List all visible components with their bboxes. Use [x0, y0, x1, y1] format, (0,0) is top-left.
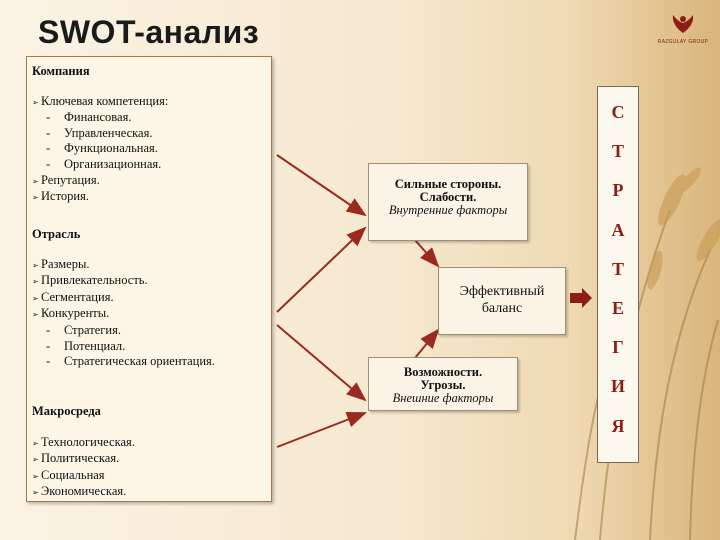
list-item-text: Финансовая. [64, 110, 132, 125]
list-item-text: История. [41, 189, 89, 204]
strategy-letter: Т [611, 258, 624, 279]
arrow-opportunities-to-balance [414, 328, 440, 359]
list-item-text: Репутация. [41, 172, 100, 187]
list-item: ➢Ключевая компетенция: [32, 94, 168, 111]
list-item-text: Конкуренты. [41, 306, 110, 321]
strategy-letter: И [610, 376, 625, 397]
sub-list-item: -Финансовая. [32, 110, 168, 126]
dash-bullet: - [46, 338, 51, 353]
industry-heading: Отрасль [32, 227, 81, 241]
arrow-strengths-to-balance [414, 239, 440, 268]
effective-balance-box: Эффективный баланс [438, 267, 566, 335]
strategy-letter: Г [612, 337, 624, 358]
sub-list-item: -Управленческая. [32, 126, 168, 142]
list-item: ➢Конкуренты. [32, 306, 215, 323]
company-block: Компания ➢Ключевая компетенция:-Финансов… [32, 64, 168, 206]
list-item-text: Социальная [41, 467, 105, 482]
external-factors-label: Внешние факторы [392, 391, 494, 405]
list-item-text: Политическая. [41, 451, 120, 466]
strategy-letter: Е [611, 297, 624, 318]
dash-bullet: - [46, 354, 51, 369]
strategy-letter: Р [612, 180, 624, 201]
dash-bullet: - [46, 156, 51, 171]
threats-label: Угрозы. [420, 378, 466, 392]
weaknesses-label: Слабости. [419, 190, 477, 204]
list-item: ➢Технологическая. [32, 435, 135, 452]
list-item-text: Стратегия. [64, 322, 121, 337]
logo-name: RAZGULAY GROUP [657, 39, 709, 45]
arrow-bullet-icon: ➢ [32, 260, 39, 270]
arrow-bullet-icon: ➢ [32, 277, 39, 287]
strategy-letter: С [611, 102, 625, 122]
sub-list-item: -Функциональная. [32, 141, 168, 157]
dash-bullet: - [46, 125, 51, 140]
balance-line2: баланс [481, 301, 523, 316]
dash-bullet: - [46, 322, 51, 337]
list-item-text: Потенциал. [64, 338, 126, 353]
arrow-bullet-icon: ➢ [32, 310, 39, 320]
list-item: ➢Сегментация. [32, 290, 215, 307]
list-item: ➢Экономическая. [32, 484, 135, 501]
macro-heading: Макросреда [32, 404, 101, 418]
strategy-column: С Т Р А Т Е Г И Я [597, 86, 639, 463]
list-item-text: Сегментация. [41, 289, 114, 304]
strategy-letter: Я [611, 415, 625, 436]
sub-list-item: -Стратегия. [32, 323, 215, 339]
arrow-bullet-icon: ➢ [32, 193, 39, 203]
dash-bullet: - [46, 141, 51, 156]
list-item: ➢Социальная [32, 468, 135, 485]
arrow-balance-to-strategy [570, 288, 592, 308]
arrow-bullet-icon: ➢ [32, 176, 39, 186]
company-list: ➢Ключевая компетенция:-Финансовая.-Управ… [32, 94, 168, 206]
sub-list-item: -Стратегическая ориентация. [32, 354, 215, 370]
arrow-bullet-icon: ➢ [32, 455, 39, 465]
list-item: ➢История. [32, 189, 168, 206]
list-item-text: Функциональная. [64, 141, 158, 156]
internal-factors-label: Внутренние факторы [388, 203, 508, 217]
strengths-label: Сильные стороны. [394, 177, 502, 191]
factors-panel [26, 56, 272, 502]
arrow-bullet-icon: ➢ [32, 488, 39, 498]
list-item-text: Технологическая. [41, 434, 135, 449]
phoenix-logo-icon [672, 15, 694, 33]
list-item-text: Привлекательность. [41, 273, 148, 288]
list-item: ➢Привлекательность. [32, 273, 215, 290]
industry-block: Отрасль ➢Размеры.➢Привлекательность.➢Сег… [32, 227, 215, 370]
list-item-text: Стратегическая ориентация. [64, 354, 215, 369]
list-item: ➢Репутация. [32, 173, 168, 190]
macro-list: ➢Технологическая.➢Политическая.➢Социальн… [32, 435, 135, 501]
opportunities-threats-box: Возможности. Угрозы. Внешние факторы [368, 357, 518, 411]
strategy-letter: А [611, 219, 625, 240]
sub-list-item: -Потенциал. [32, 339, 215, 355]
balance-line1: Эффективный [459, 284, 545, 299]
arrow-industry-to-opportunities [276, 324, 367, 402]
industry-list: ➢Размеры.➢Привлекательность.➢Сегментация… [32, 257, 215, 370]
company-heading: Компания [32, 64, 90, 78]
arrow-industry-to-strengths [276, 226, 367, 313]
opportunities-label: Возможности. [403, 365, 483, 379]
list-item-text: Размеры. [41, 256, 90, 271]
arrow-bullet-icon: ➢ [32, 97, 39, 107]
arrow-bullet-icon: ➢ [32, 471, 39, 481]
list-item-text: Организационная. [64, 156, 162, 171]
arrow-company-to-strengths [276, 154, 367, 217]
list-item: ➢Политическая. [32, 451, 135, 468]
list-item-text: Управленческая. [64, 125, 153, 140]
arrow-bullet-icon: ➢ [32, 293, 39, 303]
list-item: ➢Размеры. [32, 257, 215, 274]
company-logo: RAZGULAY GROUP [648, 12, 718, 45]
strategy-letter: Т [611, 141, 624, 162]
arrow-bullet-icon: ➢ [32, 438, 39, 448]
list-item-text: Ключевая компетенция: [41, 93, 169, 108]
sub-list-item: -Организационная. [32, 157, 168, 173]
strengths-weaknesses-box: Сильные стороны. Слабости. Внутренние фа… [368, 163, 528, 241]
dash-bullet: - [46, 110, 51, 125]
arrow-macro-to-opportunities [276, 412, 367, 448]
macro-block: Макросреда ➢Технологическая.➢Политическа… [32, 404, 135, 501]
list-item-text: Экономическая. [41, 484, 127, 499]
page-title: SWOT-анализ [38, 14, 260, 50]
